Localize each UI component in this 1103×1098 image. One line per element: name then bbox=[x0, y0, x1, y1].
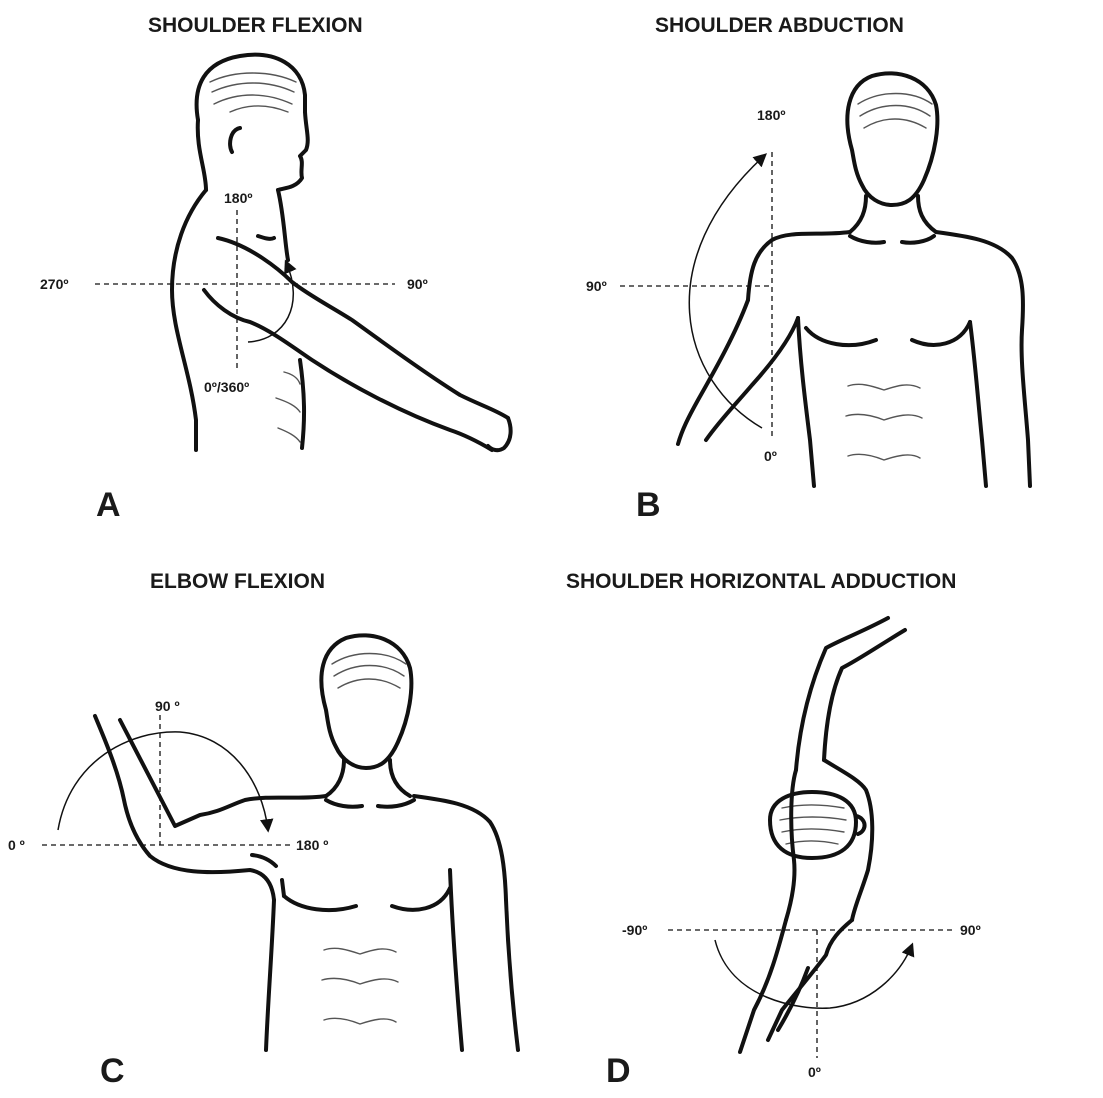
panel-b-label-180: 180º bbox=[757, 107, 785, 123]
panel-b-label-90: 90º bbox=[586, 278, 607, 294]
panel-a-label-270: 270º bbox=[40, 276, 68, 292]
panel-b-figure bbox=[678, 73, 1030, 486]
panel-a-label-0-360: 0º/360º bbox=[204, 379, 249, 395]
panel-c-label-180: 180 º bbox=[296, 837, 328, 853]
panel-d-label-minus-90: -90º bbox=[622, 922, 647, 938]
panel-d-axes bbox=[668, 930, 955, 1058]
panel-a-axes bbox=[95, 210, 395, 370]
panel-c-axes bbox=[42, 715, 290, 845]
panel-a-label-180: 180º bbox=[224, 190, 252, 206]
panel-d-label-0: 0º bbox=[808, 1064, 821, 1080]
panel-d-label-90: 90º bbox=[960, 922, 981, 938]
panel-a-label-90: 90º bbox=[407, 276, 428, 292]
panel-c-label-0: 0 º bbox=[8, 837, 25, 853]
panel-b-label-0: 0º bbox=[764, 448, 777, 464]
panel-c-label-90: 90 º bbox=[155, 698, 180, 714]
